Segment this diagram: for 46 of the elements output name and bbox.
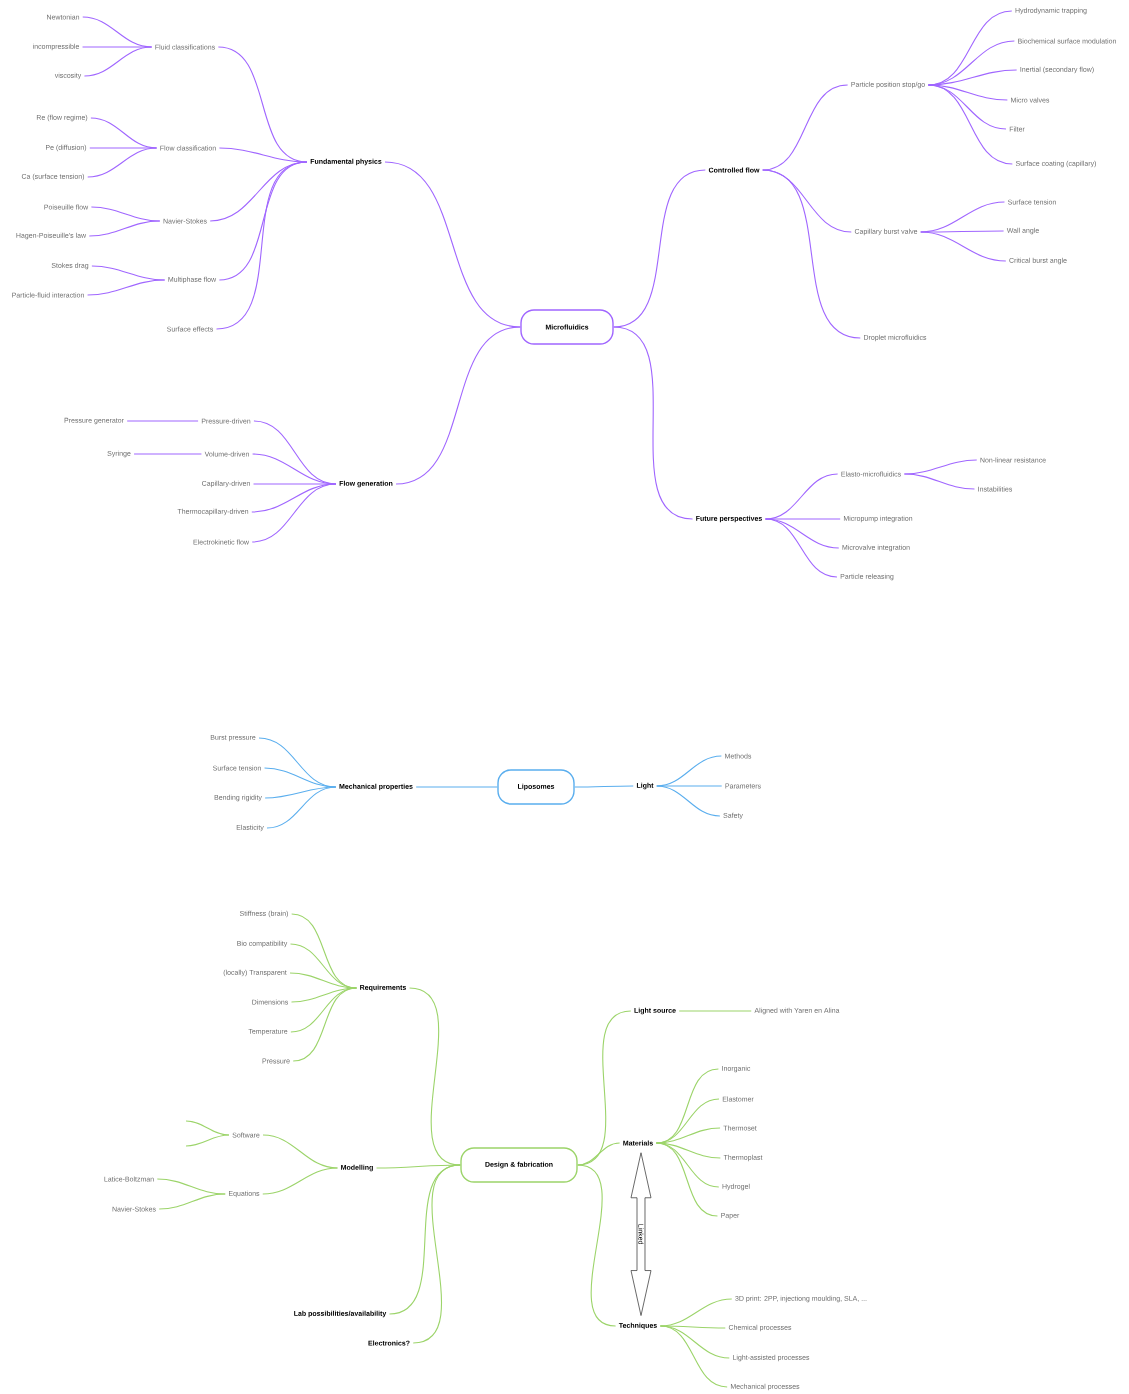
branch-line	[218, 161, 308, 281]
branch-line	[678, 1010, 752, 1012]
branch-line	[395, 326, 521, 485]
branch-line	[215, 161, 308, 330]
branch-line	[656, 785, 721, 817]
branch-line	[762, 169, 861, 339]
branch-line	[262, 1167, 339, 1195]
branch-line	[762, 84, 849, 171]
branch-line	[927, 84, 1007, 130]
branch-line	[920, 231, 1007, 262]
branch-line	[185, 1120, 230, 1136]
branch-line	[83, 46, 153, 77]
branch-line	[87, 279, 166, 296]
branch-line	[88, 220, 161, 237]
branch-line	[158, 1193, 226, 1210]
branch-line	[266, 786, 337, 829]
branch-line	[290, 987, 357, 1003]
branch-line	[289, 972, 357, 989]
branch-line	[251, 483, 337, 513]
branch-line	[87, 147, 158, 178]
branch-line	[655, 1142, 718, 1217]
branch-line	[415, 786, 498, 788]
branch-line	[903, 473, 976, 490]
branch-line	[133, 453, 202, 455]
branch-line	[613, 326, 694, 520]
branch-line	[577, 1142, 621, 1166]
branch-line	[764, 518, 838, 578]
branch-line	[927, 84, 1013, 165]
branch-line	[659, 1325, 728, 1388]
branch-line	[577, 1164, 617, 1327]
branch-line	[659, 1325, 730, 1359]
branch-line	[251, 483, 337, 543]
branch-line	[764, 518, 840, 549]
branch-line	[375, 1164, 461, 1169]
branch-line	[292, 987, 357, 1062]
branch-line	[185, 1134, 230, 1147]
branch-line	[655, 1142, 721, 1159]
branch-line	[412, 1164, 461, 1344]
branch-line	[656, 785, 723, 787]
branch-line	[126, 420, 199, 422]
branch-line	[156, 1178, 226, 1195]
double-arrow	[630, 1152, 652, 1316]
branch-line	[384, 161, 521, 328]
branch-line	[264, 786, 337, 799]
branch-line	[613, 169, 706, 328]
branch-line	[574, 785, 634, 788]
